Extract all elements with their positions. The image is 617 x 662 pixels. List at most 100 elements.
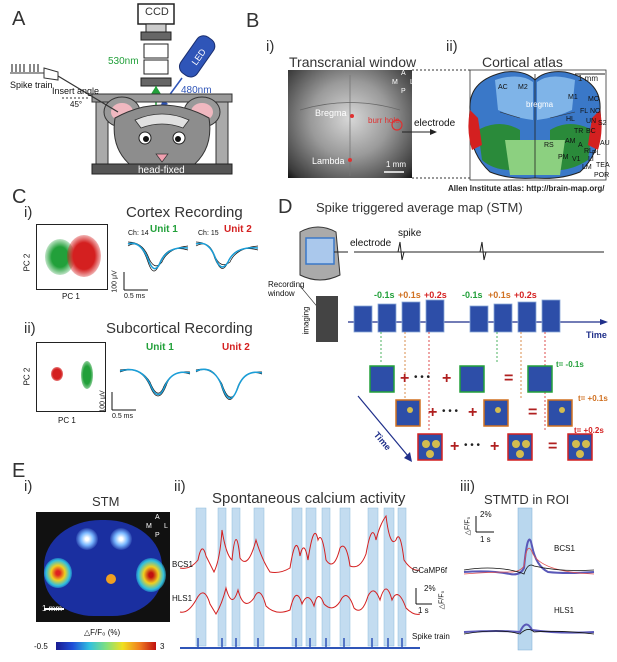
spont-title: Spontaneous calcium activity: [212, 490, 406, 507]
atlas-a: A: [578, 142, 583, 149]
atlas-mo: MO: [588, 96, 600, 103]
d-tlabel-3: +0.2s: [424, 290, 447, 300]
b-compass: A M L P: [392, 70, 416, 98]
d-tlabel-2: +0.1s: [398, 290, 421, 300]
cortex-unit1: Unit 1: [150, 224, 178, 235]
atlas-au: AU: [600, 140, 610, 147]
colorbar: [56, 642, 156, 650]
atlas-rl: RL: [584, 148, 593, 155]
cortex-pca-plot: [36, 224, 108, 290]
colorbar-label: △F/F₀ (%): [84, 628, 121, 637]
atlas-m1: M1: [568, 94, 578, 101]
d-plus-1: +: [400, 370, 410, 387]
atlas-v1: V1: [572, 156, 581, 163]
colorbar-max: 3: [160, 642, 165, 651]
head-fixed-label: head-fixed: [138, 165, 185, 176]
e-compass-p: P: [155, 532, 160, 539]
ch15-label: Ch: 15: [198, 230, 219, 237]
b-compass-p: P: [401, 88, 406, 95]
panel-c-label: C: [12, 186, 27, 208]
red-cluster-2: [51, 367, 63, 381]
stm-map: [36, 512, 170, 622]
bregma-label: Bregma: [315, 108, 347, 118]
d-t-plus2: t= +0.2s: [574, 426, 604, 435]
panel-e-ii-label: ii): [174, 478, 186, 495]
d-eq-2: =: [528, 404, 538, 421]
d-time-label: Time: [586, 330, 607, 340]
b-scale-label: 1 mm: [386, 160, 406, 169]
ccd-label: CCD: [145, 6, 169, 18]
spike-train-label: Spike train: [10, 80, 53, 90]
subcortex-unit2: Unit 2: [222, 342, 250, 353]
d-tlabel-1: -0.1s: [374, 290, 395, 300]
atlas-hl: HL: [566, 116, 575, 123]
stm-scale-bar: [44, 608, 64, 610]
subcortex-scale-ms: 0.5 ms: [112, 413, 134, 420]
atlas-fl: FL: [580, 108, 589, 115]
stmtd-hls1: HLS1: [554, 606, 575, 615]
d-dots-1: • • •: [414, 372, 431, 383]
stm-blob-3: [44, 558, 72, 588]
d-t-plus1: t= +0.1s: [578, 394, 608, 403]
hls1-label: HLS1: [172, 594, 193, 603]
stm-blob-1: [76, 528, 98, 550]
atlas-title: Cortical atlas: [482, 54, 563, 70]
d-recording-window-label: Recording window: [268, 280, 305, 298]
stmtd-bcs1: BCS1: [554, 544, 575, 553]
panel-e-i-label: i): [24, 478, 33, 495]
atlas-am: AM: [565, 138, 576, 145]
d-plus-5: +: [450, 438, 460, 455]
subcortex-pc1: PC 1: [58, 416, 76, 425]
wl-green-label: 530nm: [108, 56, 139, 67]
e-scale-label: 1 mm: [42, 604, 62, 613]
e-compass-m: M: [146, 523, 152, 530]
stm-blob-4: [136, 558, 166, 592]
panel-e-label: E: [12, 460, 26, 482]
subcortex-pca-plot: [36, 342, 106, 412]
atlas-un: UN: [586, 118, 597, 125]
d-dots-2: • • •: [442, 406, 459, 417]
d-tlabel-4: -0.1s: [462, 290, 483, 300]
atlas-tea: TEA: [596, 162, 610, 169]
d-plus-3: +: [428, 404, 438, 421]
wl-blue-label: 480nm: [181, 85, 212, 96]
stmtd-scale-pct: 2%: [480, 510, 492, 519]
b-compass-l: L: [410, 79, 414, 86]
panel-b-label: B: [246, 10, 260, 32]
panel-b-ii-label: ii): [446, 38, 458, 55]
cortex-pc1: PC 1: [62, 292, 80, 301]
subcortex-unit1: Unit 1: [146, 342, 174, 353]
subcortex-title: Subcortical Recording: [106, 320, 253, 337]
d-tlabel-6: +0.2s: [514, 290, 537, 300]
atlas-lm: LM: [582, 164, 592, 171]
e-compass-a: A: [155, 514, 160, 521]
atlas-ac: AC: [498, 84, 508, 91]
atlas-m2: M2: [518, 84, 528, 91]
stm-map-title: STM: [92, 494, 120, 509]
d-t-minus: t= -0.1s: [556, 360, 584, 369]
d-plus-2: +: [442, 370, 452, 387]
panel-a-label: A: [12, 8, 26, 30]
e-compass-l: L: [164, 523, 168, 530]
d-electrode-label: electrode: [350, 238, 392, 249]
atlas-no: NO: [590, 108, 601, 115]
spont-scale-pct: 2%: [424, 584, 436, 593]
colorbar-min: -0.5: [34, 642, 48, 651]
atlas-rs: RS: [544, 142, 554, 149]
atlas-bc: BC: [586, 128, 596, 135]
green-cluster-2: [81, 361, 93, 389]
atlas-por: POR: [594, 172, 610, 179]
ch14-label: Ch: 14: [128, 230, 149, 237]
bcs1-label: BCS1: [172, 560, 193, 569]
red-cluster: [67, 235, 101, 277]
cortex-unit2: Unit 2: [224, 224, 252, 235]
panel-d-label: D: [278, 196, 293, 218]
panel-c-i-label: i): [24, 204, 33, 221]
d-eq-1: =: [504, 370, 514, 387]
transcranial-title: Transcranial window: [289, 54, 417, 70]
